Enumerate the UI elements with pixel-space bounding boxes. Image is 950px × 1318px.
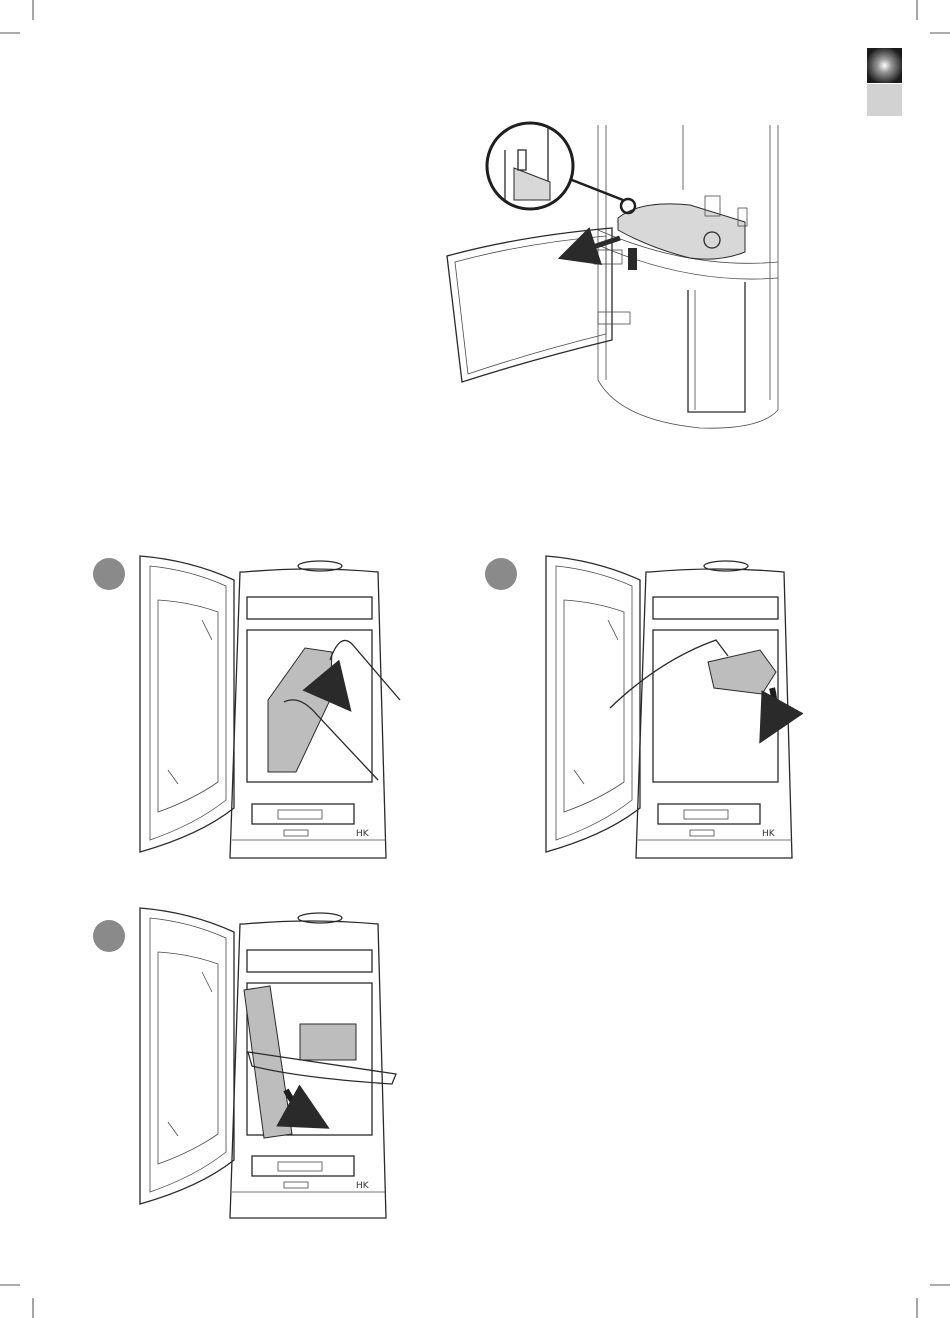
inactive-language-tab[interactable] (867, 84, 902, 116)
step-2-illustration: HK (485, 556, 792, 858)
stove-top-illustration (447, 123, 778, 428)
brand-logo-text-3: HK (356, 1181, 370, 1191)
brand-logo-text-2: HK (762, 829, 776, 839)
language-tabs (867, 48, 902, 116)
pull-arrow (572, 238, 620, 254)
step-marker-2 (485, 558, 517, 590)
step-marker-3 (93, 920, 125, 952)
baffle-plate (618, 204, 745, 259)
active-language-tab[interactable] (867, 48, 902, 83)
step-marker-1 (93, 558, 125, 590)
step-3-illustration: HK (93, 908, 396, 1218)
step-1-illustration: HK (93, 556, 400, 858)
brand-logo-text: HK (356, 829, 370, 839)
